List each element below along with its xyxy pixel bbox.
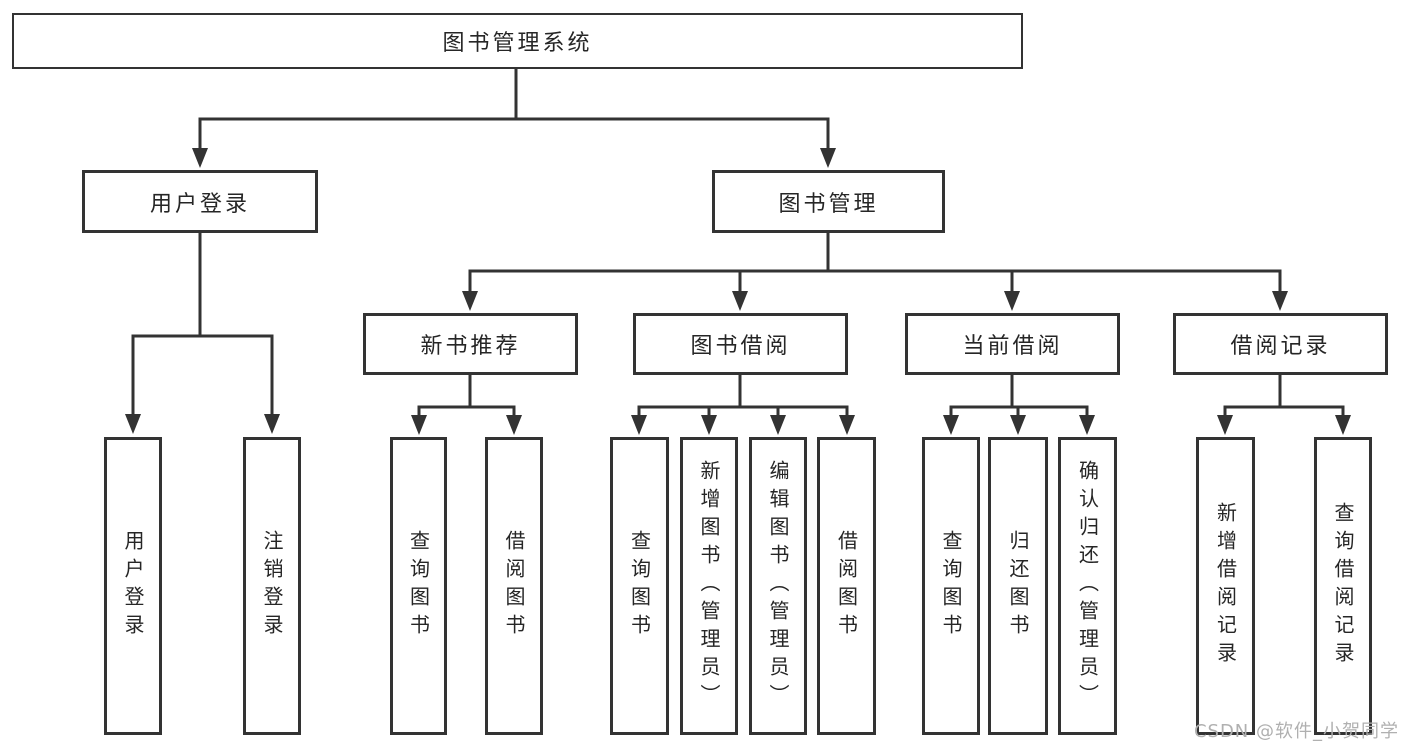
arrowhead-down-icon [462, 291, 478, 311]
arrowhead-down-icon [943, 415, 959, 435]
arrowhead-down-icon [839, 415, 855, 435]
leaf-logout: 注销登录 [243, 437, 301, 735]
node-borrow-record: 借阅记录 [1173, 313, 1388, 375]
connector-user-login-to-leaves [125, 231, 280, 434]
leaf-edit-books-admin: 编辑图书（管理员） [749, 437, 807, 735]
node-label: 图书借阅 [690, 334, 791, 359]
node-library-system: 图书管理系统 [12, 13, 1023, 69]
node-label: 图书管理系统 [442, 31, 593, 56]
node-current-borrow: 当前借阅 [905, 313, 1120, 375]
connector-book-management-to-level3 [462, 231, 1288, 311]
arrowhead-down-icon [1004, 291, 1020, 311]
leaf-label: 查询图书 [939, 530, 963, 642]
arrowhead-down-icon [411, 415, 427, 435]
leaf-query-books-current: 查询图书 [922, 437, 980, 735]
node-label: 新书推荐 [420, 334, 521, 359]
leaf-label: 注销登录 [260, 530, 284, 642]
arrowhead-down-icon [125, 414, 141, 434]
leaf-query-borrow-record: 查询借阅记录 [1314, 437, 1372, 735]
arrowhead-down-icon [1335, 415, 1351, 435]
node-book-management: 图书管理 [712, 170, 945, 233]
leaf-borrow-books-recommend: 借阅图书 [485, 437, 543, 735]
connector-new-book-recommend-to-leaves [411, 374, 522, 435]
node-label: 用户登录 [149, 191, 250, 217]
watermark: CSDN @软件_小贺同学 [1193, 721, 1399, 742]
arrowhead-down-icon [1010, 415, 1026, 435]
node-book-borrow: 图书借阅 [633, 313, 848, 375]
connector-borrow-record-to-leaves [1217, 374, 1351, 435]
leaf-label: 借阅图书 [502, 530, 526, 642]
arrowhead-down-icon [1217, 415, 1233, 435]
arrowhead-down-icon [732, 291, 748, 311]
leaf-add-books-admin: 新增图书（管理员） [680, 437, 738, 735]
arrowhead-down-icon [820, 148, 836, 168]
arrowhead-down-icon [1079, 415, 1095, 435]
connector-book-borrow-to-leaves [631, 374, 855, 435]
node-label: 借阅记录 [1230, 334, 1331, 359]
connector-root-to-level2 [192, 67, 836, 168]
node-new-book-recommend: 新书推荐 [363, 313, 578, 375]
node-label: 图书管理 [778, 191, 879, 217]
leaf-label: 归还图书 [1006, 530, 1030, 642]
leaf-user-login: 用户登录 [104, 437, 162, 735]
leaf-query-books-borrow: 查询图书 [610, 437, 669, 735]
leaf-label: 查询图书 [406, 530, 431, 642]
leaf-label: 新增借阅记录 [1213, 502, 1238, 670]
arrowhead-down-icon [264, 414, 280, 434]
leaf-label: 新增图书（管理员） [697, 460, 721, 712]
arrowhead-down-icon [192, 148, 208, 168]
leaf-add-borrow-record: 新增借阅记录 [1196, 437, 1255, 735]
node-label: 当前借阅 [962, 334, 1063, 359]
connector-current-borrow-to-leaves [943, 374, 1095, 435]
leaf-confirm-return-admin: 确认归还（管理员） [1058, 437, 1117, 735]
leaf-label: 查询图书 [627, 530, 652, 642]
arrowhead-down-icon [701, 415, 717, 435]
leaf-borrow-books: 借阅图书 [817, 437, 876, 735]
leaf-label: 编辑图书（管理员） [766, 460, 790, 712]
arrowhead-down-icon [631, 415, 647, 435]
leaf-query-books-recommend: 查询图书 [390, 437, 447, 735]
leaf-label: 确认归还（管理员） [1075, 460, 1100, 712]
leaf-label: 借阅图书 [834, 530, 859, 642]
arrowhead-down-icon [770, 415, 786, 435]
leaf-return-books: 归还图书 [988, 437, 1048, 735]
leaf-label: 用户登录 [121, 530, 145, 642]
node-user-login: 用户登录 [82, 170, 318, 233]
arrowhead-down-icon [1272, 291, 1288, 311]
arrowhead-down-icon [506, 415, 522, 435]
leaf-label: 查询借阅记录 [1331, 502, 1355, 670]
